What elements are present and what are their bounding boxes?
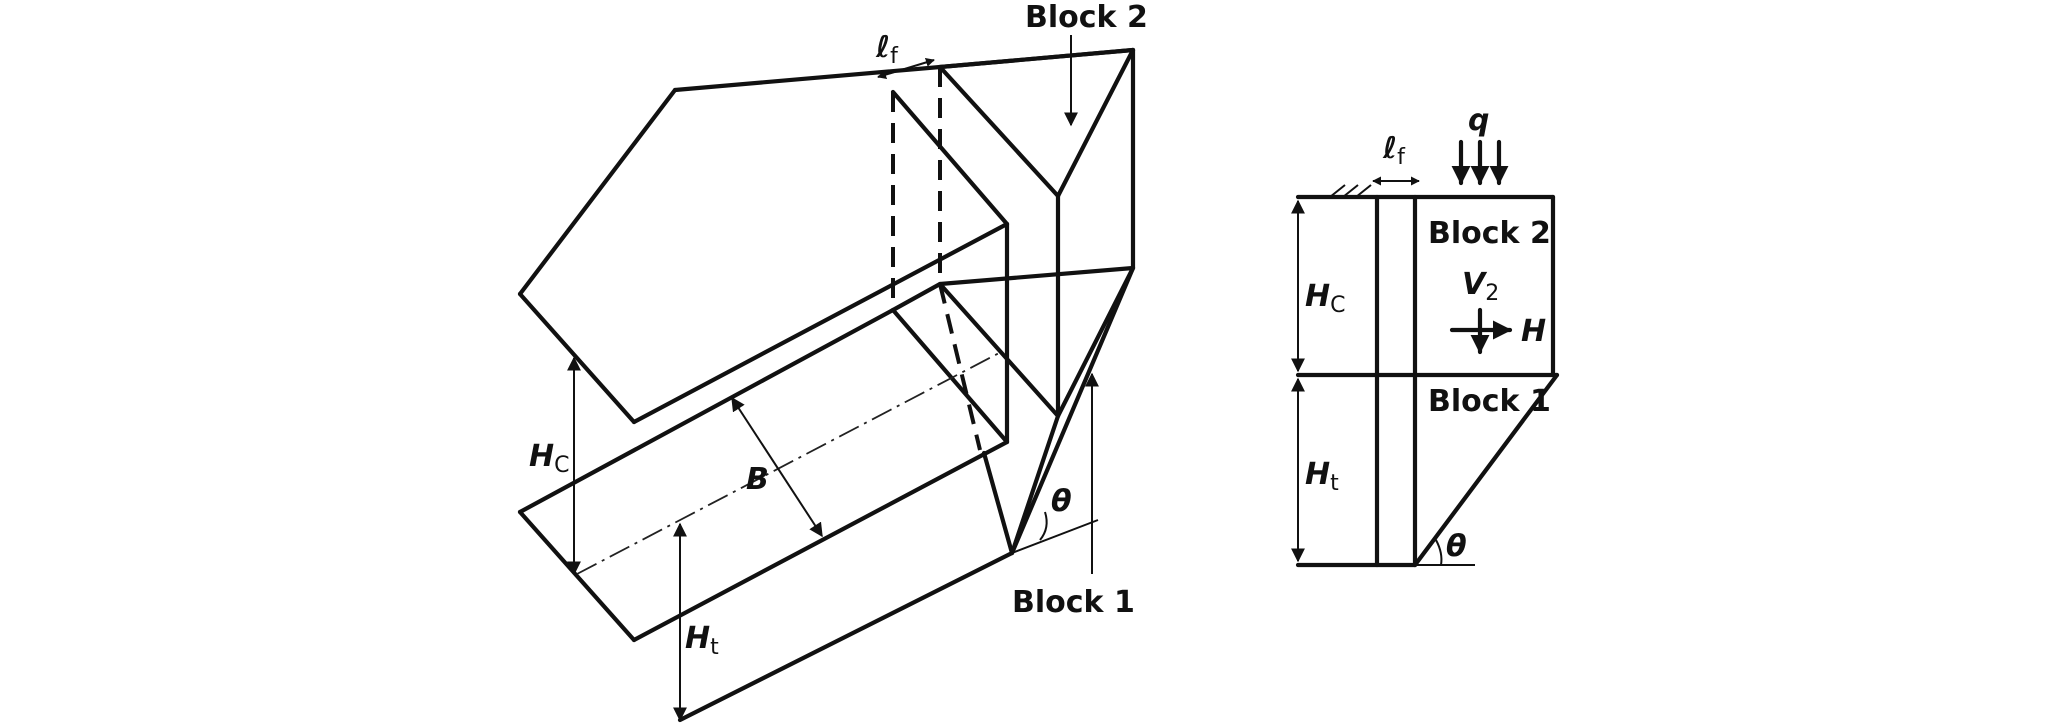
wedge-slip-1 (1009, 265, 1136, 556)
q-label: q (1468, 103, 1489, 138)
isometric-view: Block 2 Block 1 B θ HC Ht ℓf (517, 0, 1148, 723)
middle-surface-right (631, 439, 1010, 643)
section-block2-label: Block 2 (1428, 216, 1551, 251)
centreline (576, 351, 1002, 575)
middle-surface-front (517, 307, 896, 515)
wedge-slip-2 (1009, 413, 1061, 556)
lf-dimension-arrow (877, 58, 935, 79)
top-surface-front (517, 291, 637, 425)
middle-level-back (890, 265, 1136, 313)
facing-strip-inner-top (890, 89, 1010, 227)
hidden-edge-3 (938, 283, 982, 451)
b-dimension-arrow (731, 396, 823, 538)
facing-strip-top (937, 47, 1136, 70)
section-block1-label: Block 1 (1428, 384, 1551, 419)
theta-arc (1039, 511, 1048, 541)
lf-label: ℓf (875, 30, 899, 69)
ground-hatch (1329, 184, 1372, 198)
wedge-left (981, 450, 1015, 556)
theta-reference-line (1011, 519, 1099, 554)
section-h-label: H (1521, 314, 1546, 349)
block2-label: Block 2 (1025, 0, 1148, 35)
block1-label: Block 1 (1012, 585, 1135, 620)
ht-label: Ht (685, 621, 719, 660)
middle-level-outer (937, 281, 1061, 419)
bottom-edge-front (677, 550, 1015, 723)
section-slip-line (1412, 372, 1560, 568)
top-surface-right-edge (631, 221, 1010, 425)
top-surface-left (517, 87, 678, 297)
section-ht-label: Ht (1305, 457, 1339, 496)
theta-label: θ (1051, 484, 1072, 519)
facing-strip-outer-top (937, 64, 1061, 199)
section-v2-label: V2 (1462, 267, 1499, 306)
section-hc-label: HC (1305, 279, 1345, 318)
section-theta-label: θ (1446, 529, 1467, 564)
b-label: B (746, 462, 769, 497)
middle-level-inner (890, 307, 1010, 445)
facing-strip-right-top (1055, 47, 1136, 199)
section-lf-label: ℓf (1382, 131, 1406, 170)
hc-label: HC (529, 439, 569, 478)
middle-surface-left (517, 509, 637, 643)
section-theta-arc (1435, 539, 1443, 566)
section-view: q Block 2 Block 1 H θ V2 HC Ht ℓf (1291, 103, 1560, 568)
